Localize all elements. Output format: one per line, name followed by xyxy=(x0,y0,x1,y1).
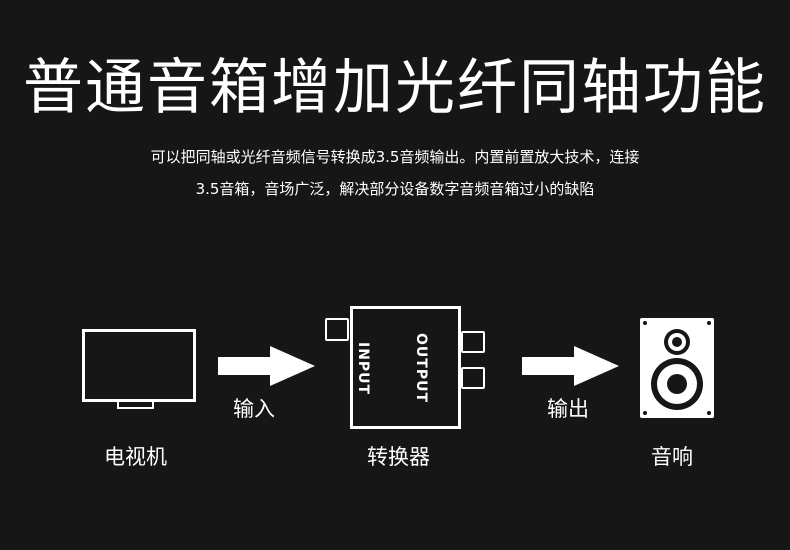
description-line-2: 3.5音箱，音场广泛，解决部分设备数字音频音箱过小的缺陷 xyxy=(195,180,595,198)
tv-label: 电视机 xyxy=(104,445,167,469)
description-line-1: 可以把同轴或光纤音频信号转换成3.5音频输出。内置前置放大技术，连接 xyxy=(150,148,640,166)
converter-output-port-icon xyxy=(461,367,485,389)
speaker-label: 音响 xyxy=(651,445,693,469)
converter-box-icon xyxy=(350,306,461,429)
page-title: 普通音箱增加光纤同轴功能 xyxy=(23,53,767,123)
converter-input-text: INPUT xyxy=(355,342,371,396)
tv-stand-icon xyxy=(117,402,154,409)
arrow-right-icon xyxy=(218,346,315,386)
converter-label: 转换器 xyxy=(367,445,430,469)
converter-output-text: OUTPUT xyxy=(413,333,429,403)
tv-icon xyxy=(82,329,196,402)
output-label: 输出 xyxy=(547,397,589,421)
arrow-right-icon xyxy=(522,346,619,386)
input-label: 输入 xyxy=(233,397,275,421)
speaker-icon xyxy=(640,318,714,418)
converter-output-port-icon xyxy=(461,331,485,353)
converter-input-port-icon xyxy=(325,318,349,341)
